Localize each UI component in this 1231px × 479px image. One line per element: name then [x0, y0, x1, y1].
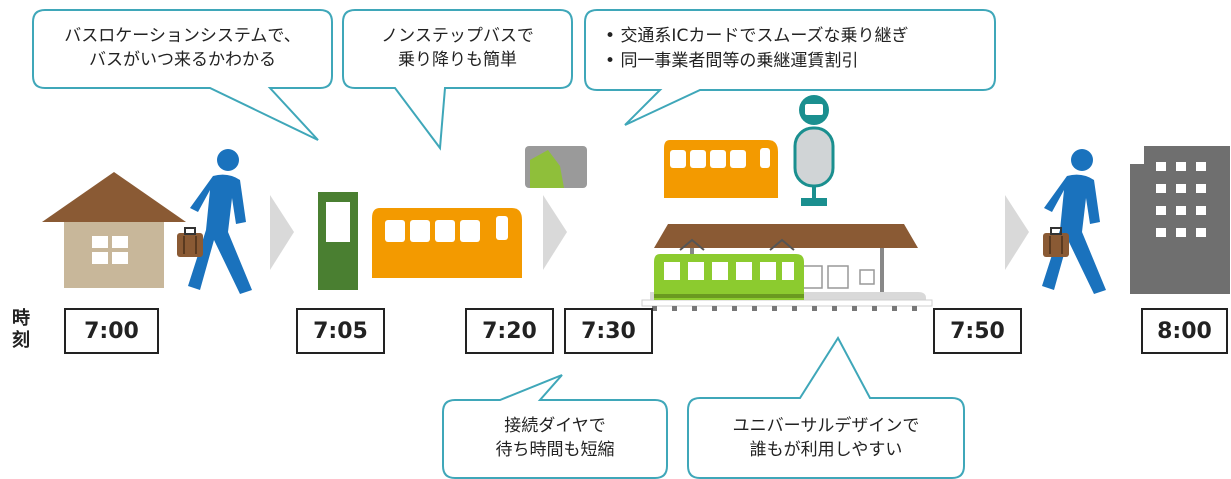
- train-icon: [654, 238, 804, 300]
- bus-stop-sign-icon: [793, 95, 835, 206]
- chevron-arrow-icon: [270, 195, 294, 270]
- time-box: 7:30: [564, 308, 653, 354]
- time-label-char: 時: [12, 308, 30, 329]
- office-building-icon: [1130, 146, 1230, 294]
- callout-line: 誰もが利用しやすい: [749, 440, 903, 460]
- walking-person-icon: [188, 149, 252, 294]
- callout-line: 同一事業者間等の乗継運賃割引: [620, 51, 859, 71]
- callout-bus-location: [32, 9, 333, 141]
- callout-bullet: • 交通系ICカードでスムーズな乗り継ぎ: [605, 26, 909, 46]
- callout-line: 接続ダイヤで: [504, 416, 606, 436]
- bus-icon: [664, 140, 778, 198]
- callout-ic-card: [584, 9, 996, 126]
- time-row-label: 時 刻: [6, 308, 36, 352]
- callout-line: 待ち時間も短縮: [495, 440, 615, 460]
- ic-card-icon: [525, 146, 587, 188]
- time-box: 7:05: [296, 308, 385, 354]
- time-box: 7:50: [933, 308, 1022, 354]
- callout-universal-text: ユニバーサルデザインで 誰もが利用しやすい: [693, 414, 959, 462]
- walking-person-icon: [1042, 149, 1106, 294]
- briefcase-icon: [177, 227, 203, 257]
- callout-line: 交通系ICカードでスムーズな乗り継ぎ: [620, 26, 909, 46]
- callout-line: ユニバーサルデザインで: [732, 416, 920, 436]
- bus-stop-icon: [318, 192, 358, 290]
- time-label-char: 刻: [12, 330, 30, 351]
- time-box: 7:00: [64, 308, 159, 354]
- house-icon: [42, 172, 186, 288]
- callout-ic-card-text: • 交通系ICカードでスムーズな乗り継ぎ • 同一事業者間等の乗継運賃割引: [605, 24, 990, 74]
- callout-line: 乗り降りも簡単: [398, 50, 517, 70]
- bus-icon: [372, 208, 522, 278]
- callout-line: バスがいつ来るかわかる: [89, 50, 276, 70]
- callout-bullet: • 同一事業者間等の乗継運賃割引: [605, 51, 859, 71]
- callout-universal: [687, 336, 965, 479]
- callout-connection: [442, 374, 668, 479]
- briefcase-icon: [1043, 227, 1069, 257]
- chevron-arrow-icon: [1005, 195, 1029, 270]
- time-box: 8:00: [1141, 308, 1228, 354]
- callout-bus-location-text: バスロケーションシステムで、 バスがいつ来るかわかる: [40, 24, 325, 72]
- chevron-arrow-icon: [543, 195, 567, 270]
- callout-nonstep-text: ノンステップバスで 乗り降りも簡単: [350, 24, 565, 72]
- callout-line: ノンステップバスで: [381, 26, 534, 46]
- time-box: 7:20: [465, 308, 554, 354]
- callout-line: バスロケーションシステムで、: [64, 26, 301, 46]
- callout-connection-text: 接続ダイヤで 待ち時間も短縮: [448, 414, 662, 462]
- callout-nonstep: [342, 9, 573, 151]
